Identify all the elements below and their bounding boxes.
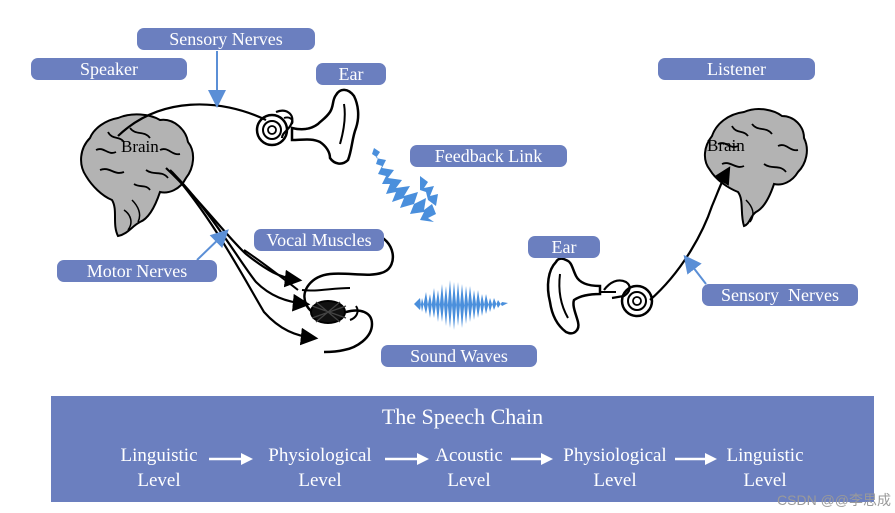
chain-level-linguistic-2: Linguistic Level [713,443,817,493]
chain-arrow-4 [675,453,717,465]
vocal-tract-icon [301,232,395,354]
listener-brain-label: Brain [707,136,745,155]
speaker-brain-icon [80,113,194,238]
nerve-pathways [117,103,731,346]
ear-right-label: Ear [528,236,600,258]
sound-wave-icon [414,280,508,330]
chain-level-line2: Level [137,470,181,491]
chain-level-line1: Linguistic [120,445,198,466]
speaker-ear-icon [255,88,360,165]
ear-top-label: Ear [316,63,386,85]
speaker-brain-label: Brain [121,137,159,156]
chain-level-acoustic: Acoustic Level [419,443,519,493]
vocal-muscles-label: Vocal Muscles [254,229,384,251]
chain-level-line1: Linguistic [726,445,804,466]
chain-level-linguistic-1: Linguistic Level [101,443,217,493]
chain-level-line1: Acoustic [435,445,503,466]
listener-ear-icon [546,257,654,335]
listener-label: Listener [658,58,815,80]
chain-level-physiological-1: Physiological Level [257,443,383,493]
pointer-arrows [196,51,707,285]
chain-arrow-3 [511,453,553,465]
sensory-nerves-right-label: Sensory Nerves [702,284,858,306]
chain-level-line1: Physiological [563,445,667,466]
chain-level-physiological-2: Physiological Level [551,443,679,493]
feedback-wave-icon [372,148,438,222]
listener-brain-icon [704,108,808,228]
speech-chain-bar: The Speech Chain Linguistic Level Physio… [51,396,874,502]
speaker-label: Speaker [31,58,187,80]
chain-arrow-2 [385,453,429,465]
chain-level-line2: Level [447,470,491,491]
chain-arrow-1 [209,453,253,465]
watermark: CSDN @@李思成 [777,492,891,508]
chain-level-line2: Level [743,470,787,491]
feedback-link-label: Feedback Link [410,145,567,167]
motor-nerves-label: Motor Nerves [57,260,217,282]
sensory-nerves-top-label: Sensory Nerves [137,28,315,50]
speech-chain-title: The Speech Chain [381,404,544,429]
chain-level-line1: Physiological [268,445,372,466]
sound-waves-label: Sound Waves [381,345,537,367]
chain-level-line2: Level [593,470,637,491]
chain-level-line2: Level [298,470,342,491]
